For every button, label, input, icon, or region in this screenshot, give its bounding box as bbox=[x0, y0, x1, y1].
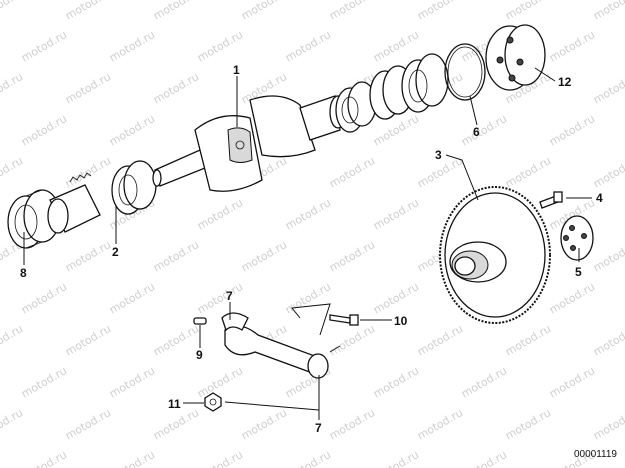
watermark-text: motod.ru bbox=[503, 322, 553, 358]
callout-labels: 1 2 3 4 5 6 7 7 8 9 10 11 12 bbox=[20, 63, 603, 435]
callout-10: 10 bbox=[394, 314, 408, 328]
catalog-number: 00001119 bbox=[573, 449, 617, 460]
watermark-text: motod.ru bbox=[591, 406, 625, 442]
watermark-text: motod.ru bbox=[0, 70, 25, 106]
watermark-text: motod.ru bbox=[151, 70, 201, 106]
callout-3: 3 bbox=[435, 148, 442, 162]
watermark-text: motod.ru bbox=[591, 154, 625, 190]
flywheel bbox=[439, 186, 551, 324]
watermark-text: motod.ru bbox=[371, 364, 421, 400]
callout-12: 12 bbox=[558, 75, 572, 89]
watermark-text: motod.ru bbox=[0, 406, 25, 442]
crankshaft bbox=[152, 95, 347, 192]
callout-2: 2 bbox=[112, 245, 119, 259]
watermark-text: motod.ru bbox=[107, 448, 157, 468]
callout-5: 5 bbox=[575, 265, 582, 279]
watermark-text: motod.ru bbox=[591, 0, 625, 23]
watermark-text: motod.ru bbox=[0, 0, 25, 23]
watermark-text: motod.ru bbox=[503, 406, 553, 442]
watermark-text: motod.ru bbox=[0, 154, 25, 190]
watermark-text: motod.ru bbox=[327, 238, 377, 274]
watermark-text: motod.ru bbox=[195, 280, 245, 316]
watermark-text: motod.ru bbox=[459, 448, 509, 468]
watermark-text: motod.ru bbox=[239, 0, 289, 23]
flange-hub bbox=[485, 24, 546, 91]
watermark-text: motod.ru bbox=[371, 196, 421, 232]
watermark-text: motod.ru bbox=[195, 196, 245, 232]
watermark-text: motod.ru bbox=[63, 238, 113, 274]
sprocket-bush bbox=[47, 160, 157, 234]
callout-6: 6 bbox=[473, 125, 480, 139]
watermark-text: motod.ru bbox=[591, 238, 625, 274]
leader-lines bbox=[23, 67, 592, 420]
watermark-text: motod.ru bbox=[107, 28, 157, 64]
watermark-text: motod.ru bbox=[63, 70, 113, 106]
watermark-text: motod.ru bbox=[63, 322, 113, 358]
watermark-text: motod.ru bbox=[547, 112, 597, 148]
watermark-text: motod.ru bbox=[19, 364, 69, 400]
flywheel-bolt bbox=[539, 191, 563, 209]
watermark-text: motod.ru bbox=[283, 280, 333, 316]
callout-4: 4 bbox=[596, 191, 603, 205]
watermark-text: motod.ru bbox=[327, 0, 377, 23]
connecting-rod bbox=[221, 312, 341, 379]
watermark-text: motod.ru bbox=[107, 112, 157, 148]
watermark-text: motod.ru bbox=[327, 322, 377, 358]
watermark-text: motod.ru bbox=[371, 28, 421, 64]
watermark-text: motod.ru bbox=[151, 0, 201, 23]
watermark-text: motod.ru bbox=[63, 0, 113, 23]
watermark-text: motod.ru bbox=[327, 406, 377, 442]
watermark-text: motod.ru bbox=[547, 280, 597, 316]
watermark-text: motod.ru bbox=[503, 0, 553, 23]
callout-7-top: 7 bbox=[226, 289, 233, 303]
watermark-text: motod.ru bbox=[195, 28, 245, 64]
watermark-text: motod.ru bbox=[19, 28, 69, 64]
rod-nut bbox=[204, 392, 222, 412]
watermark-text: motod.ru bbox=[415, 406, 465, 442]
watermark-text: motod.ru bbox=[0, 322, 25, 358]
snap-ring bbox=[444, 43, 486, 101]
watermark-text: motod.ru bbox=[107, 364, 157, 400]
watermark-text: motod.ru bbox=[239, 406, 289, 442]
flywheel-washer-plate bbox=[560, 215, 594, 261]
callout-9: 9 bbox=[196, 348, 203, 362]
watermark-text: motod.ru bbox=[371, 280, 421, 316]
watermark-text: motod.ru bbox=[19, 448, 69, 468]
watermark-text: motod.ru bbox=[195, 364, 245, 400]
watermark-text: motod.ru bbox=[591, 322, 625, 358]
watermark-text: motod.ru bbox=[283, 448, 333, 468]
dowel-pin bbox=[193, 317, 207, 325]
callout-1: 1 bbox=[233, 63, 240, 77]
watermark-text: motod.ru bbox=[63, 154, 113, 190]
watermark-text: motod.ru bbox=[283, 196, 333, 232]
watermark-text: motod.ru bbox=[63, 406, 113, 442]
watermark-text: motod.ru bbox=[327, 154, 377, 190]
rod-bolt bbox=[329, 314, 359, 326]
watermark-text: motod.ru bbox=[151, 406, 201, 442]
watermark-text: motod.ru bbox=[19, 112, 69, 148]
watermark-text: motod.ru bbox=[283, 28, 333, 64]
watermark-text: motod.ru bbox=[591, 70, 625, 106]
main-bearing-rear-group bbox=[335, 53, 449, 133]
watermark-text: motod.ru bbox=[151, 322, 201, 358]
callout-8: 8 bbox=[20, 266, 27, 280]
watermark-text: motod.ru bbox=[107, 280, 157, 316]
watermark-text: motod.ru bbox=[459, 112, 509, 148]
watermark-text: motod.ru bbox=[151, 238, 201, 274]
watermark-text: motod.ru bbox=[547, 28, 597, 64]
callout-7-bottom: 7 bbox=[315, 421, 322, 435]
watermark-text: motod.ru bbox=[459, 364, 509, 400]
watermark-text: motod.ru bbox=[19, 280, 69, 316]
callout-11: 11 bbox=[168, 397, 181, 411]
watermark-text: motod.ru bbox=[195, 448, 245, 468]
watermark-text: motod.ru bbox=[415, 322, 465, 358]
watermark-text: motod.ru bbox=[503, 154, 553, 190]
watermark-text: motod.ru bbox=[371, 448, 421, 468]
watermark-text: motod.ru bbox=[239, 238, 289, 274]
watermark-text: motod.ru bbox=[371, 112, 421, 148]
watermark-text: motod.ru bbox=[547, 364, 597, 400]
watermark-text: motod.ru bbox=[415, 0, 465, 23]
